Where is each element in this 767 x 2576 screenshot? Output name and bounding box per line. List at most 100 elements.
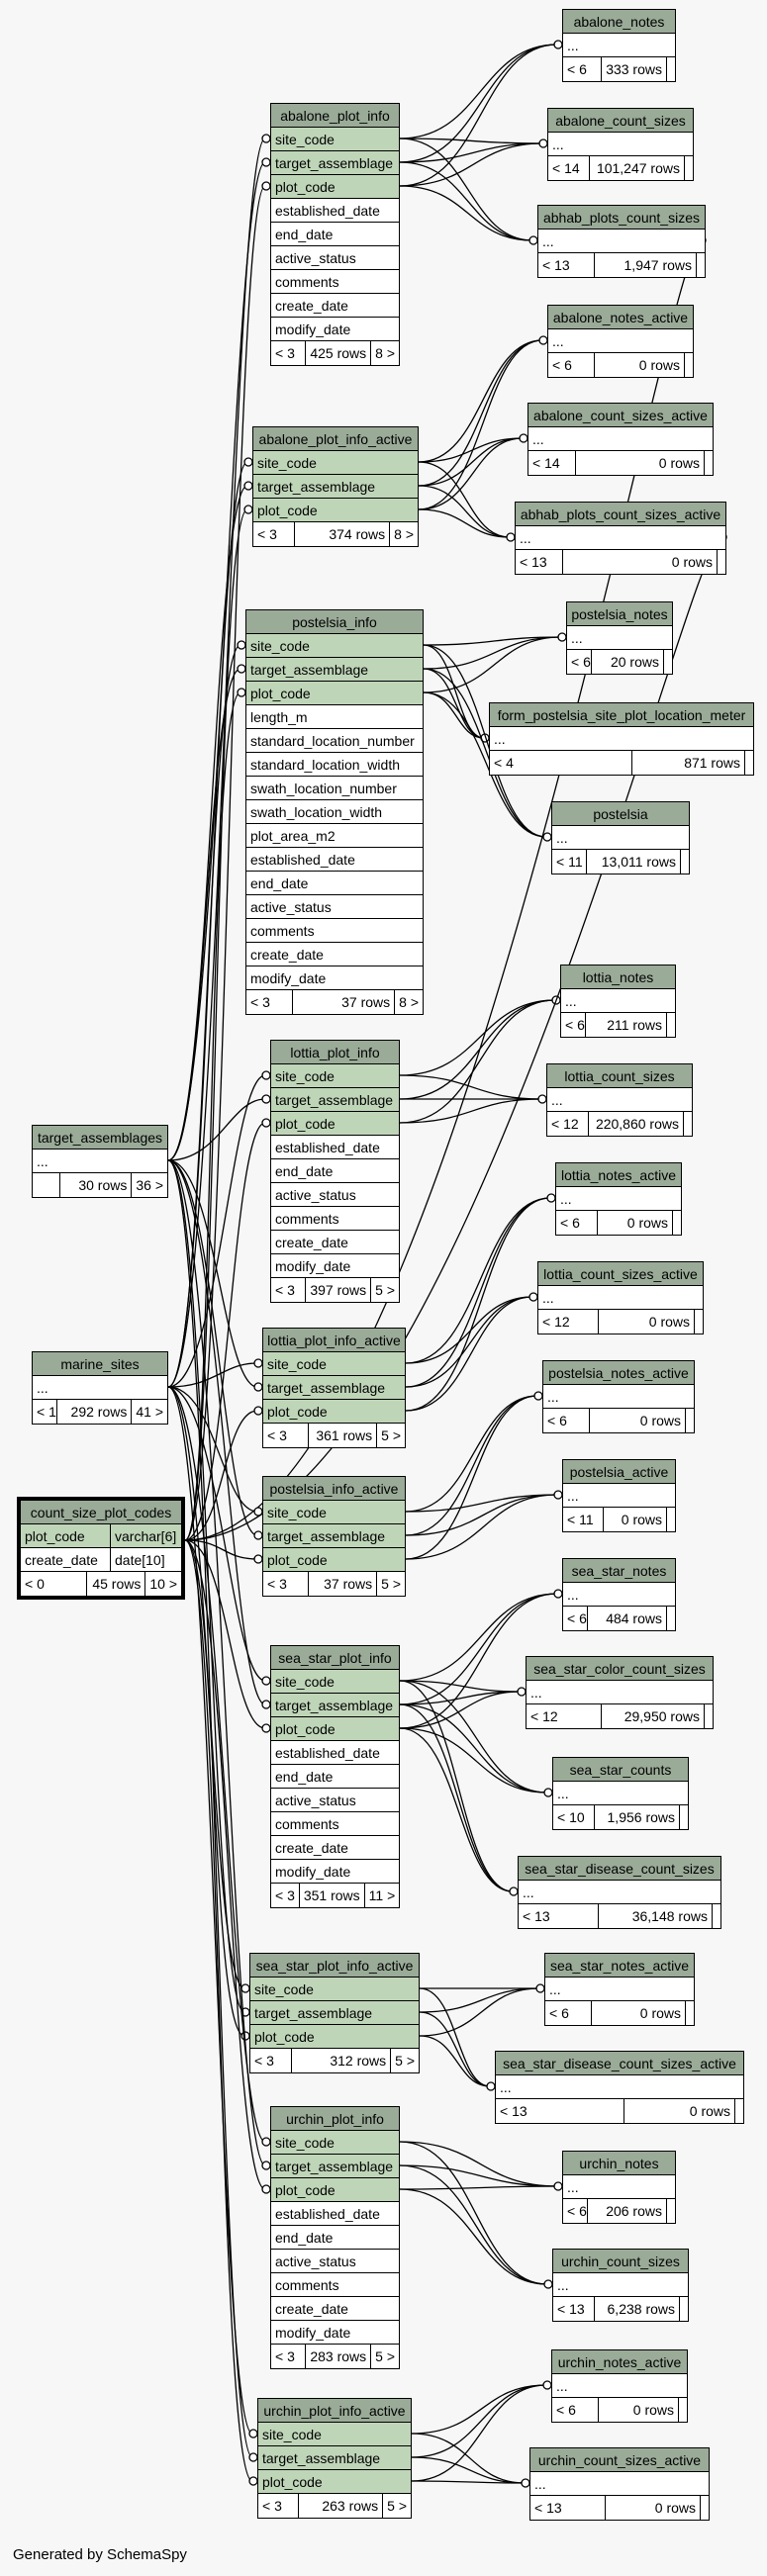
columns-ellipsis[interactable]: ... [553,1782,688,1805]
key-column-site-code[interactable]: site_code [271,2131,399,2155]
key-column-plot-code[interactable]: plot_code [271,2178,399,2202]
table-header[interactable]: postelsia [552,802,689,826]
key-column-target-assemblage[interactable]: target_assemblage [246,658,423,682]
column-established-date[interactable]: established_date [271,1136,399,1159]
columns-ellipsis[interactable]: ... [567,626,672,650]
key-column-plot-code[interactable]: plot_code [250,2025,419,2049]
column-end-date[interactable]: end_date [271,2226,399,2250]
table-header[interactable]: sea_star_plot_info [271,1646,399,1670]
column-established-date[interactable]: established_date [271,1741,399,1765]
columns-ellipsis[interactable]: ... [556,1187,681,1211]
key-column-site-code[interactable]: site_code [263,1352,405,1376]
column-swath-location-number[interactable]: swath_location_number [246,777,423,800]
column-standard-location-width[interactable]: standard_location_width [246,753,423,777]
key-column-site-code[interactable]: site_code [271,128,399,151]
table-header[interactable]: sea_star_plot_info_active [250,1954,419,1978]
columns-ellipsis[interactable]: ... [538,230,705,253]
columns-ellipsis[interactable]: ... [547,1088,692,1112]
columns-ellipsis[interactable]: ... [548,133,693,156]
column-end-date[interactable]: end_date [246,872,423,895]
columns-ellipsis[interactable]: ... [548,329,693,353]
column-established-date[interactable]: established_date [271,199,399,223]
key-column-site-code[interactable]: site_code [271,1064,399,1088]
column-comments[interactable]: comments [271,270,399,294]
key-column-plot-code[interactable]: plot_code [258,2470,411,2494]
table-header[interactable]: target_assemblages [33,1126,167,1150]
key-column-plot-code[interactable]: plot_code [253,499,418,522]
key-column-target-assemblage[interactable]: target_assemblage [271,2155,399,2178]
column-active-status[interactable]: active_status [271,1789,399,1812]
key-column-target-assemblage[interactable]: target_assemblage [263,1376,405,1400]
columns-ellipsis[interactable]: ... [553,2273,688,2297]
columns-ellipsis[interactable]: ... [519,1881,720,1904]
column-active-status[interactable]: active_status [246,895,423,919]
column-create-date[interactable]: create_date [271,294,399,318]
column-end-date[interactable]: end_date [271,1765,399,1789]
table-header[interactable]: lottia_plot_info_active [263,1329,405,1352]
table-header[interactable]: urchin_count_sizes [553,2250,688,2273]
table-header[interactable]: lottia_plot_info [271,1041,399,1064]
table-header[interactable]: lottia_count_sizes [547,1064,692,1088]
column-modify-date[interactable]: modify_date [246,966,423,990]
table-header[interactable]: lottia_notes [561,966,675,989]
key-column-site-code[interactable]: site_code [246,634,423,658]
table-header[interactable]: abalone_plot_info_active [253,427,418,451]
table-header[interactable]: abhab_plots_count_sizes [538,206,705,230]
key-column-target-assemblage[interactable]: target_assemblage [250,2001,419,2025]
key-column-site-code[interactable]: site_code [250,1978,419,2001]
table-header[interactable]: lottia_count_sizes_active [538,1262,703,1286]
columns-ellipsis[interactable]: ... [33,1376,167,1400]
columns-ellipsis[interactable]: ... [528,427,713,451]
table-header[interactable]: urchin_notes_active [552,2350,687,2374]
key-column-target-assemblage[interactable]: target_assemblage [263,1524,405,1548]
column-modify-date[interactable]: modify_date [271,1860,399,1884]
table-header[interactable]: postelsia_notes_active [543,1361,694,1385]
columns-ellipsis[interactable]: ... [538,1286,703,1310]
columns-ellipsis[interactable]: ... [496,2075,743,2099]
columns-ellipsis[interactable]: ... [527,1681,713,1704]
column-established-date[interactable]: established_date [271,2202,399,2226]
column-create-date[interactable]: create_date [271,1836,399,1860]
column-comments[interactable]: comments [271,1812,399,1836]
column-create-date[interactable]: create_date [271,1231,399,1254]
table-sea-star-disease-count-sizes-active[interactable]: sea_star_disease_count_sizes_active...< … [495,2051,744,2124]
table-header[interactable]: sea_star_color_count_sizes [527,1657,713,1681]
key-column-plot-code[interactable]: plot_code [263,1400,405,1424]
table-header[interactable]: sea_star_notes [563,1559,675,1583]
column-active-status[interactable]: active_status [271,246,399,270]
table-header[interactable]: count_size_plot_codes [21,1501,181,1524]
key-column-target-assemblage[interactable]: target_assemblage [271,1088,399,1112]
columns-ellipsis[interactable]: ... [490,727,753,751]
table-form-postelsia-site-plot-location-meter[interactable]: form_postelsia_site_plot_location_meter.… [489,702,754,776]
table-header[interactable]: urchin_notes [563,2152,675,2175]
columns-ellipsis[interactable]: ... [561,989,675,1013]
table-header[interactable]: sea_star_counts [553,1758,688,1782]
key-column-plot-code[interactable]: plot_code [246,682,423,705]
table-header[interactable]: form_postelsia_site_plot_location_meter [490,703,753,727]
column-swath-location-width[interactable]: swath_location_width [246,800,423,824]
table-header[interactable]: postelsia_info [246,610,423,634]
